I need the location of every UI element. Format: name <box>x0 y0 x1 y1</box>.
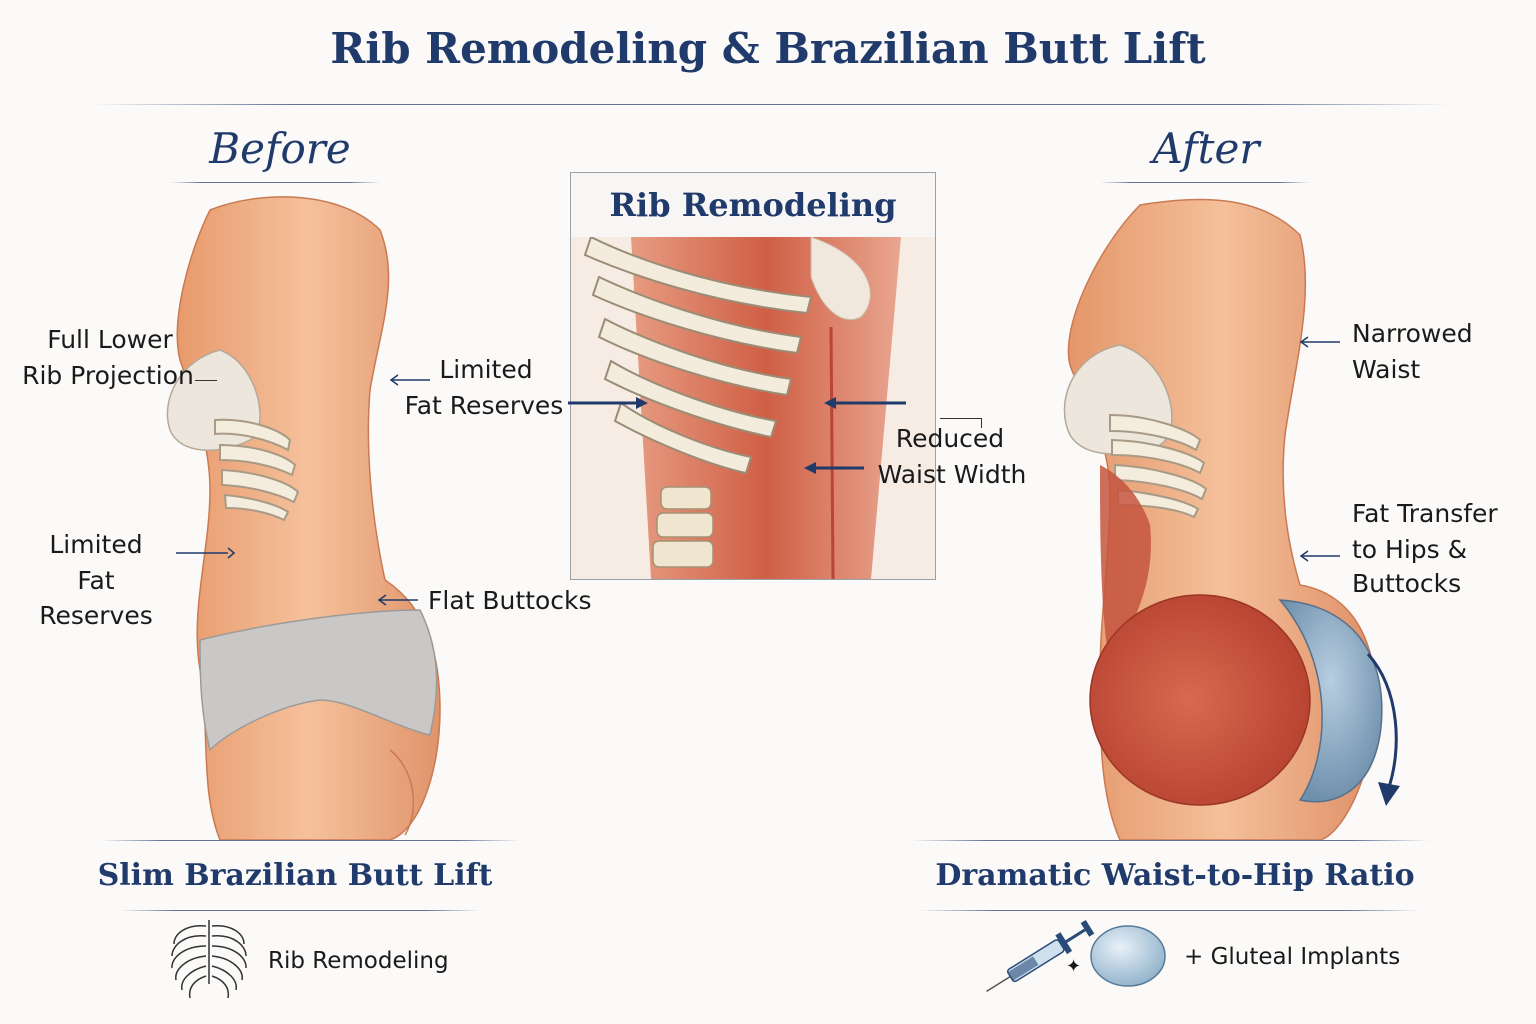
arrow-icon <box>824 397 906 409</box>
before-heading: Before <box>209 124 351 173</box>
label-fat-reserves-right-line2: Fat Reserves <box>404 391 564 420</box>
arrow-icon <box>377 594 418 606</box>
sparkle-icon: ✦ <box>1066 956 1082 977</box>
after-oblique-muscle <box>1100 465 1151 665</box>
after-caption-rule <box>920 910 1420 911</box>
inset-heading: Rib Remodeling <box>571 173 935 238</box>
inset-ribs <box>583 237 813 475</box>
syringe-icon <box>986 919 1095 993</box>
footer-rib-remodeling: Rib Remodeling <box>268 948 449 974</box>
label-fat-transfer-line2: to Hips & <box>1352 535 1468 564</box>
arrow-icon <box>1366 653 1400 806</box>
arrow-icon <box>804 462 864 474</box>
after-glute-fat <box>1089 594 1311 806</box>
before-caption-rule <box>120 910 480 911</box>
after-bottom-rule <box>910 840 1430 841</box>
leader-rib-projection <box>195 380 217 381</box>
rib-remodeling-inset: Rib Remodeling <box>570 172 936 580</box>
label-narrowed-line1: Narrowed <box>1352 319 1473 348</box>
label-rib-projection-line1: Full Lower <box>47 325 173 354</box>
arrow-icon <box>176 547 236 559</box>
label-reduced-line1: Reduced <box>895 424 1005 453</box>
label-narrowed-line2: Waist <box>1352 355 1421 384</box>
after-heading: After <box>1152 124 1260 173</box>
before-bottom-rule <box>100 840 520 841</box>
before-ribs <box>214 418 300 522</box>
label-fat-reserves-right-line1: Limited <box>439 355 533 384</box>
after-gluteal-implant <box>1278 599 1383 803</box>
before-figure <box>166 196 441 840</box>
leader-reduced-waist <box>940 418 982 419</box>
arrow-icon <box>389 374 430 386</box>
inset-anatomy <box>571 237 935 579</box>
ribcage-icon <box>171 920 247 999</box>
arrow-icon <box>568 397 648 409</box>
implant-icon <box>1090 925 1166 987</box>
leader-reduced-waist-tick <box>981 418 982 428</box>
page-title: Rib Remodeling & Brazilian Butt Lift <box>330 24 1206 73</box>
after-ribs <box>1109 413 1208 519</box>
label-rib-projection-line2: Rib Projection <box>22 361 194 390</box>
label-reduced-line2: Waist Width <box>877 460 1027 489</box>
before-heading-rule <box>170 182 380 183</box>
label-fat-transfer-line3: Buttocks <box>1352 569 1462 598</box>
title-divider <box>90 104 1450 105</box>
label-fat-transfer-line1: Fat Transfer <box>1352 499 1498 528</box>
after-figure <box>1063 198 1383 840</box>
after-heading-rule <box>1100 182 1310 183</box>
arrow-icon <box>1299 336 1340 348</box>
label-flat-buttocks: Flat Buttocks <box>428 586 592 615</box>
footer-gluteal-implants: + Gluteal Implants <box>1184 944 1401 970</box>
arrow-icon <box>1299 550 1340 562</box>
inset-spine <box>652 486 714 568</box>
label-fat-reserves-left-line1: Limited <box>49 530 143 559</box>
label-fat-reserves-left-line2: Fat Reserves <box>39 566 153 630</box>
after-caption: Dramatic Waist-to-Hip Ratio <box>935 858 1415 893</box>
before-caption: Slim Brazilian Butt Lift <box>97 858 493 893</box>
